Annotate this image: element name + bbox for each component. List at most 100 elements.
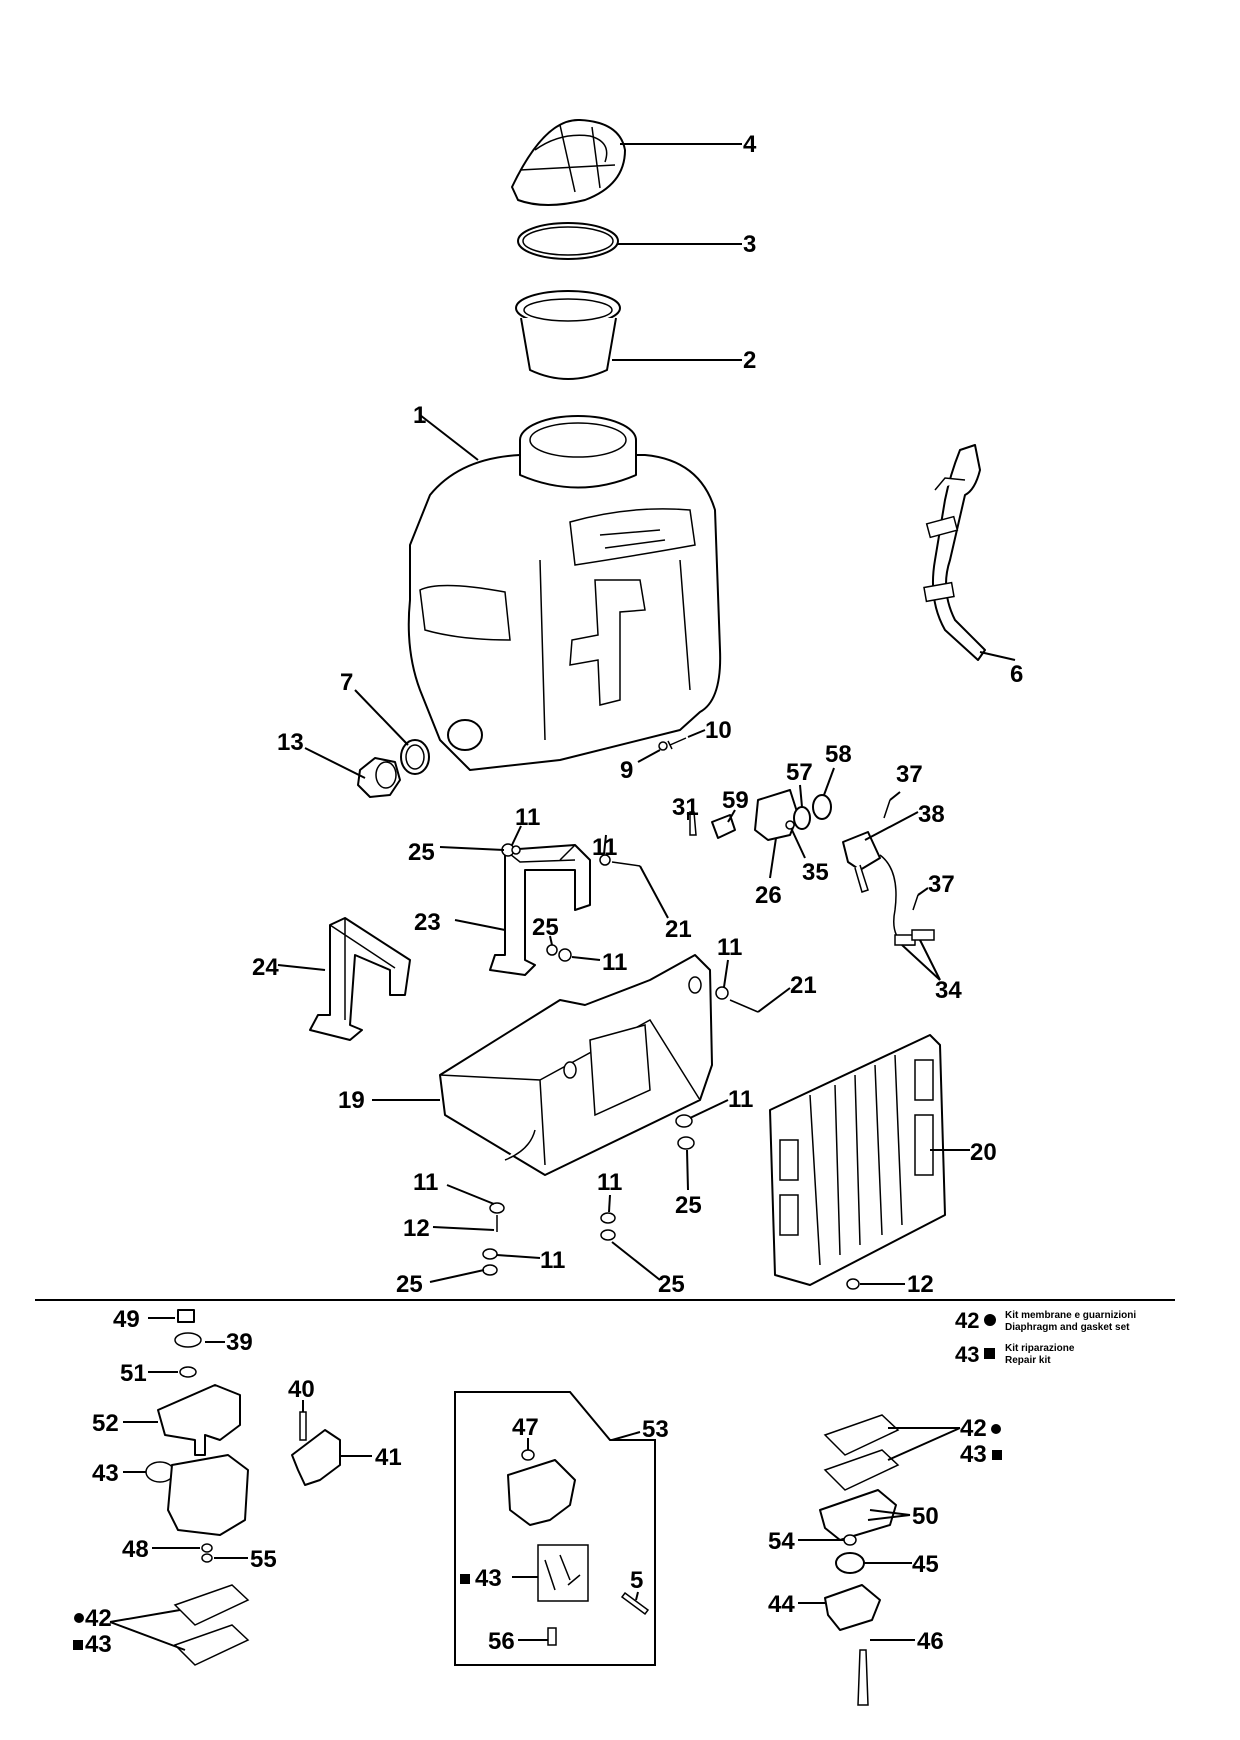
label-34: 34 <box>935 977 962 1004</box>
diaphragm-part-43-right <box>823 1449 900 1491</box>
gasket-part-42-right <box>823 1414 900 1456</box>
label-45: 45 <box>912 1551 939 1578</box>
label-23: 23 <box>414 909 441 936</box>
kit-symbols <box>73 1424 1002 1650</box>
label-19: 19 <box>338 1087 365 1114</box>
gasket-part-42-43-left-b <box>173 1624 250 1666</box>
label-11-f: 11 <box>413 1169 438 1196</box>
label-11-d: 11 <box>717 934 742 961</box>
label-21-a: 21 <box>665 916 692 943</box>
label-13: 13 <box>277 729 304 756</box>
label-49: 49 <box>113 1306 140 1333</box>
bracket-part-41 <box>291 1429 341 1486</box>
screw-part-40 <box>299 1411 307 1441</box>
label-11-e: 11 <box>728 1086 753 1113</box>
label-37-lower: 37 <box>928 871 955 898</box>
screw-part-56 <box>547 1627 557 1646</box>
needle-part-54 <box>843 1534 857 1546</box>
screw-part-37-upper <box>883 799 891 819</box>
label-57: 57 <box>786 759 813 786</box>
label-25-e: 25 <box>658 1271 685 1298</box>
cover-part-50 <box>819 1489 897 1541</box>
label-11-b: 11 <box>592 834 617 861</box>
legend-43-line1: Kit riparazione <box>1005 1343 1075 1354</box>
label-6: 6 <box>1010 661 1023 688</box>
strap-part-6 <box>923 444 986 661</box>
bracket-part-26 <box>754 789 799 841</box>
label-58: 58 <box>825 741 852 768</box>
washer-part-39 <box>174 1332 202 1348</box>
washer-part-55 <box>201 1553 213 1563</box>
label-40: 40 <box>288 1376 315 1403</box>
carburetor-left-cluster <box>145 1309 250 1666</box>
support-frame-part-23 <box>489 844 591 976</box>
label-43-left-b: 43 <box>85 1631 112 1658</box>
label-55: 55 <box>250 1546 277 1573</box>
label-43-right: 43 <box>960 1441 987 1468</box>
kit-53-contents <box>507 1449 650 1646</box>
legend-43-line2: Repair kit <box>1005 1355 1051 1366</box>
label-1: 1 <box>413 402 426 429</box>
label-3: 3 <box>743 231 756 258</box>
label-43-left: 43 <box>92 1460 119 1487</box>
washer-part-48 <box>201 1543 213 1553</box>
fasteners <box>482 843 860 1290</box>
label-31: 31 <box>672 794 699 821</box>
spring-part-45 <box>835 1552 865 1574</box>
label-54: 54 <box>768 1528 795 1555</box>
base-plate-part-19 <box>439 954 713 1176</box>
kit-box-part-53 <box>454 1391 656 1666</box>
label-50: 50 <box>912 1503 939 1530</box>
cap-part-4 <box>511 118 626 206</box>
screw-part-10 <box>667 737 687 750</box>
label-11-g: 11 <box>540 1247 565 1274</box>
washer-part-9 <box>658 741 668 751</box>
label-43-center: 43 <box>475 1565 502 1592</box>
screw-part-49 <box>177 1309 195 1323</box>
label-46: 46 <box>917 1628 944 1655</box>
kit-box-part-43 <box>537 1544 589 1602</box>
label-48: 48 <box>122 1536 149 1563</box>
pin-part-31 <box>689 811 697 836</box>
ribbed-panel-part-20 <box>769 1034 946 1286</box>
legend-42-number: 42 <box>955 1308 979 1333</box>
legend-42-line1: Kit membrane e guarnizioni <box>1005 1310 1136 1321</box>
carburetor-right-stack <box>819 1414 900 1706</box>
label-11-h: 11 <box>597 1169 622 1196</box>
square-symbol-center <box>460 1574 470 1584</box>
label-10: 10 <box>705 717 732 744</box>
label-59: 59 <box>722 787 749 814</box>
drain-cap-part-13 <box>357 757 401 798</box>
label-25-d: 25 <box>396 1271 423 1298</box>
gasket-part-42-43-left-a <box>173 1584 250 1626</box>
seal-part-58 <box>812 794 832 820</box>
label-37-upper: 37 <box>896 761 923 788</box>
legend <box>984 1314 996 1359</box>
label-52: 52 <box>92 1410 119 1437</box>
part-number-labels: 4 3 2 1 6 7 13 10 9 57 58 37 38 37 34 31… <box>85 131 1023 1658</box>
label-2: 2 <box>743 347 756 374</box>
label-38: 38 <box>918 801 945 828</box>
bolt-part-46 <box>857 1649 869 1706</box>
label-4: 4 <box>743 131 757 158</box>
label-24: 24 <box>252 954 279 981</box>
label-11-c: 11 <box>602 949 627 976</box>
legend-42-line2: Diaphragm and gasket set <box>1005 1322 1130 1333</box>
label-44: 44 <box>768 1591 795 1618</box>
filter-basket-part-2 <box>515 290 621 380</box>
switch-part-38 <box>842 831 915 946</box>
label-25-c: 25 <box>675 1192 702 1219</box>
label-35: 35 <box>802 859 829 886</box>
pin-part-5 <box>620 1591 650 1616</box>
label-26: 26 <box>755 882 782 909</box>
connectors-part-34 <box>894 929 935 946</box>
label-9: 9 <box>620 757 633 784</box>
label-7: 7 <box>340 669 353 696</box>
label-42-left: 42 <box>85 1605 112 1632</box>
label-21-b: 21 <box>790 972 817 999</box>
label-51: 51 <box>120 1360 147 1387</box>
washer-part-47 <box>521 1449 535 1461</box>
screw-part-37-lower <box>912 894 919 911</box>
label-41: 41 <box>375 1444 402 1471</box>
